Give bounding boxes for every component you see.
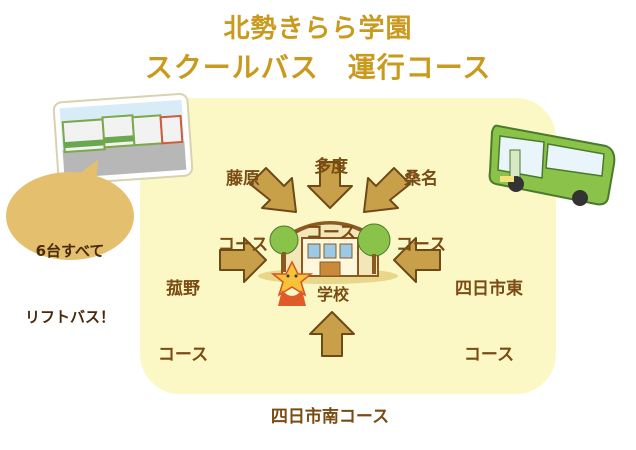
callout-bubble	[6, 160, 134, 260]
route-yokkaichi-south-name: 四日市南コース	[270, 407, 390, 427]
mascot-icon	[270, 260, 314, 306]
route-yokkaichi-east-course: コース	[463, 345, 515, 365]
callout-line-2: リフトバス！	[24, 308, 115, 326]
route-kuwana: 桑名 コース	[388, 124, 454, 278]
arrow-tado	[307, 161, 353, 209]
route-fujiwara-name: 藤原	[226, 169, 260, 189]
bus-illustration	[488, 124, 616, 206]
diagram-graphics	[6, 92, 616, 357]
route-tado: 多度 コース	[298, 112, 364, 266]
arrow-komono	[219, 237, 267, 283]
school-label: 学校	[316, 285, 349, 304]
route-kuwana-course: コース	[395, 235, 447, 255]
bus-photo	[52, 92, 194, 186]
route-komono-name: 菰野	[166, 279, 200, 299]
arrow-yokkaichi-south	[309, 311, 355, 357]
route-fujiwara: 藤原 コース	[210, 124, 276, 278]
diagram-title: 北勢きらら学園	[223, 14, 413, 44]
callout-line-1: 6台すべて	[35, 242, 105, 260]
route-yokkaichi-south: 四日市南コース	[248, 362, 412, 450]
diagram-subtitle: スクールバス 運行コース	[144, 51, 492, 84]
arrow-yokkaichi-east	[393, 237, 441, 283]
arrow-fujiwara	[249, 167, 297, 213]
route-komono-course: コース	[157, 345, 209, 365]
route-kuwana-name: 桑名	[404, 169, 438, 189]
route-yokkaichi-east-name: 四日市東	[455, 279, 523, 299]
route-tado-name: 多度	[314, 157, 348, 177]
route-komono: 菰野 コース	[150, 234, 216, 388]
route-yokkaichi-east: 四日市東 コース	[444, 234, 534, 388]
route-fujiwara-course: コース	[217, 235, 269, 255]
arrow-kuwana	[363, 167, 411, 213]
route-tado-course: コース	[305, 223, 357, 243]
